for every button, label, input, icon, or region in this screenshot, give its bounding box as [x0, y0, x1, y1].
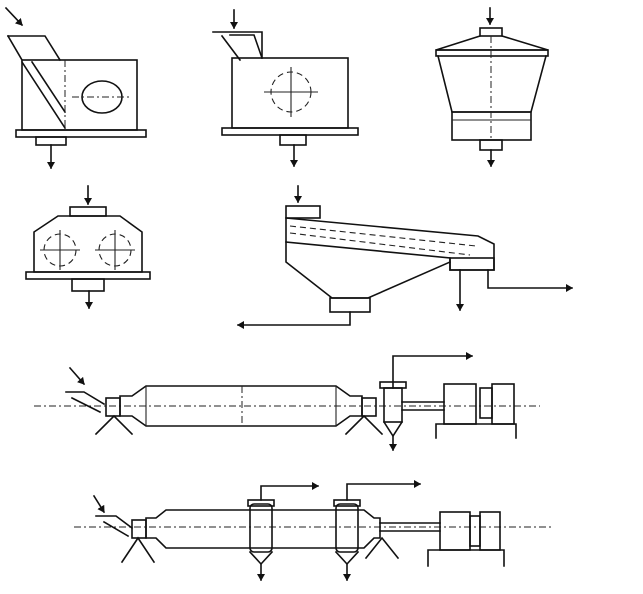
mill-housing: [21, 59, 138, 131]
cone-body: [437, 55, 547, 113]
feed-chute: [7, 35, 62, 62]
crusher-housing: [231, 57, 349, 129]
tube-mill-circuit: [74, 480, 552, 581]
feed-arrow-icon: [68, 366, 86, 386]
vibrating-screen: [237, 185, 573, 329]
outlet: [35, 136, 67, 146]
base-plate: [221, 127, 359, 136]
outlet: [71, 278, 105, 292]
hammer-mill: [4, 6, 147, 169]
feed-chute: [65, 391, 106, 406]
drive-motor: [491, 383, 515, 425]
inlet-trunnion: [131, 519, 147, 539]
outlet: [479, 139, 503, 151]
support-right: [344, 414, 384, 436]
gearbox: [439, 511, 471, 551]
classifier-2: [335, 503, 359, 553]
support-left: [94, 414, 134, 436]
oversize-arrow-icon: [487, 269, 573, 292]
crusher-housing: [33, 215, 143, 273]
oversize-outlet: [449, 257, 495, 271]
top-cone: [435, 34, 549, 51]
support-right: [364, 536, 400, 560]
breaker-plate: [20, 60, 67, 130]
feed-arrow-icon: [4, 6, 24, 27]
feed-inlet: [69, 206, 107, 217]
mill-shell: [145, 509, 381, 549]
drive-base: [435, 423, 517, 439]
base-plate: [25, 271, 151, 280]
feed-hopper: [212, 31, 263, 59]
gearbox: [443, 383, 477, 425]
base-plate: [15, 129, 147, 138]
double-roll-crusher: [25, 185, 151, 309]
feed-inlet: [285, 205, 321, 219]
drive-base: [427, 549, 505, 567]
cone-crusher: [435, 7, 549, 167]
hopper-outlet: [329, 297, 371, 313]
feed-arrow-icon: [92, 494, 106, 514]
ball-mill-circuit: [34, 352, 540, 451]
rotor-crusher: [212, 9, 359, 167]
feed-chute: [95, 515, 134, 530]
feed-inlet: [479, 27, 503, 37]
screen-deck: [285, 217, 495, 271]
discharge-arrow-icon: [237, 311, 351, 329]
return-arrow-1-icon: [260, 482, 319, 501]
classifier: [383, 387, 403, 423]
classifier-1: [249, 503, 273, 553]
drive-motor: [479, 511, 501, 551]
return-arrow-icon: [392, 352, 473, 389]
outlet-trunnion: [361, 397, 377, 417]
outlet: [279, 134, 307, 146]
support-left: [120, 536, 156, 564]
inlet-trunnion: [105, 397, 121, 417]
return-arrow-2-icon: [346, 480, 421, 501]
